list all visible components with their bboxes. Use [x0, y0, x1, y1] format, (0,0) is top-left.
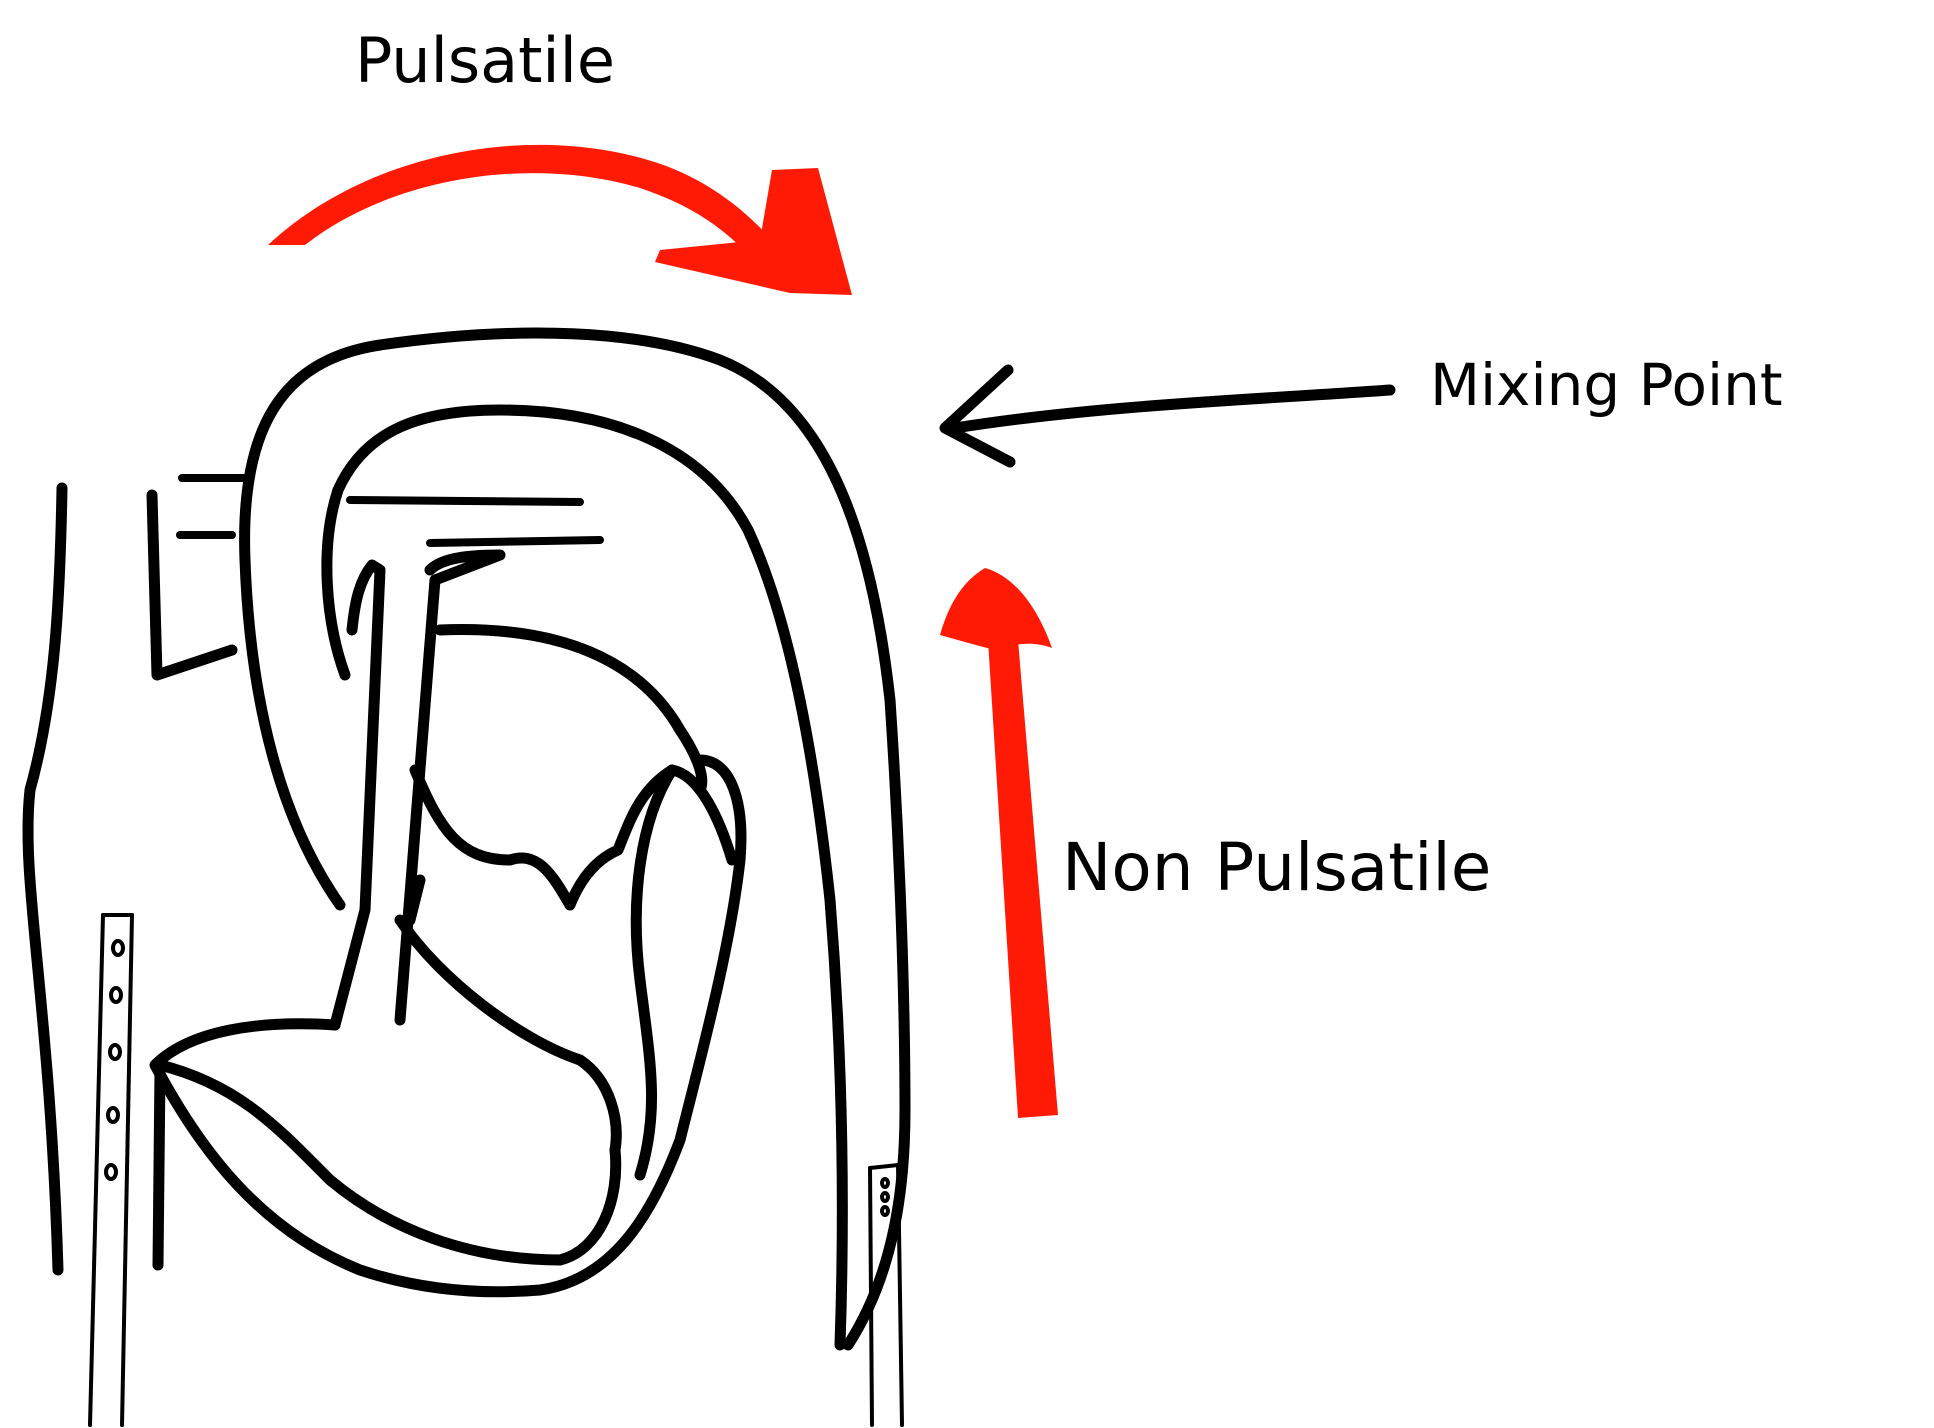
label-non-pulsatile: Non Pulsatile: [1062, 829, 1491, 906]
drainage-cannula: [90, 915, 132, 1425]
drainage-hole-4: [108, 1108, 118, 1122]
return-cannula-left-edge: [870, 1168, 872, 1425]
label-mixing-point: Mixing Point: [1430, 351, 1783, 419]
non-pulsatile-arrow-head: [940, 568, 1052, 650]
arch-line-lower: [430, 540, 600, 543]
pulsatile-arrow-shaft: [268, 145, 770, 258]
mixing-point-arrow: [945, 370, 1390, 462]
drainage-cannula-left-edge: [90, 915, 103, 1425]
return-cannula-top: [870, 1165, 898, 1168]
left-atrium: [440, 630, 702, 790]
heart-inner-left: [160, 1065, 616, 1260]
ventricle-septum: [415, 770, 732, 905]
label-pulsatile: Pulsatile: [355, 24, 615, 97]
drainage-hole-3: [110, 1045, 120, 1059]
non-pulsatile-flow-arrow: [940, 568, 1058, 1118]
heart-illustration: [28, 333, 905, 1425]
pulsatile-flow-arrow: [268, 145, 852, 295]
left-ventricle-wall: [636, 770, 672, 1175]
drainage-cannula-right-edge: [122, 915, 132, 1425]
drainage-hole-2: [111, 988, 121, 1002]
mixing-arrow-shaft: [955, 390, 1390, 428]
pulmonary-trunk-left: [335, 565, 380, 1025]
drainage-hole-1: [113, 941, 123, 955]
return-hole-2: [882, 1193, 888, 1201]
right-ventricle: [400, 920, 616, 1150]
drainage-hole-5: [106, 1165, 116, 1179]
vena-cava-left-wall: [28, 488, 62, 1270]
vena-cava-right-wall: [152, 495, 232, 675]
arch-line-upper: [350, 500, 580, 502]
return-hole-3: [882, 1207, 888, 1215]
non-pulsatile-arrow-shaft: [988, 640, 1058, 1118]
vena-cava-lower-wall: [158, 1070, 160, 1265]
return-hole-1: [882, 1179, 888, 1187]
